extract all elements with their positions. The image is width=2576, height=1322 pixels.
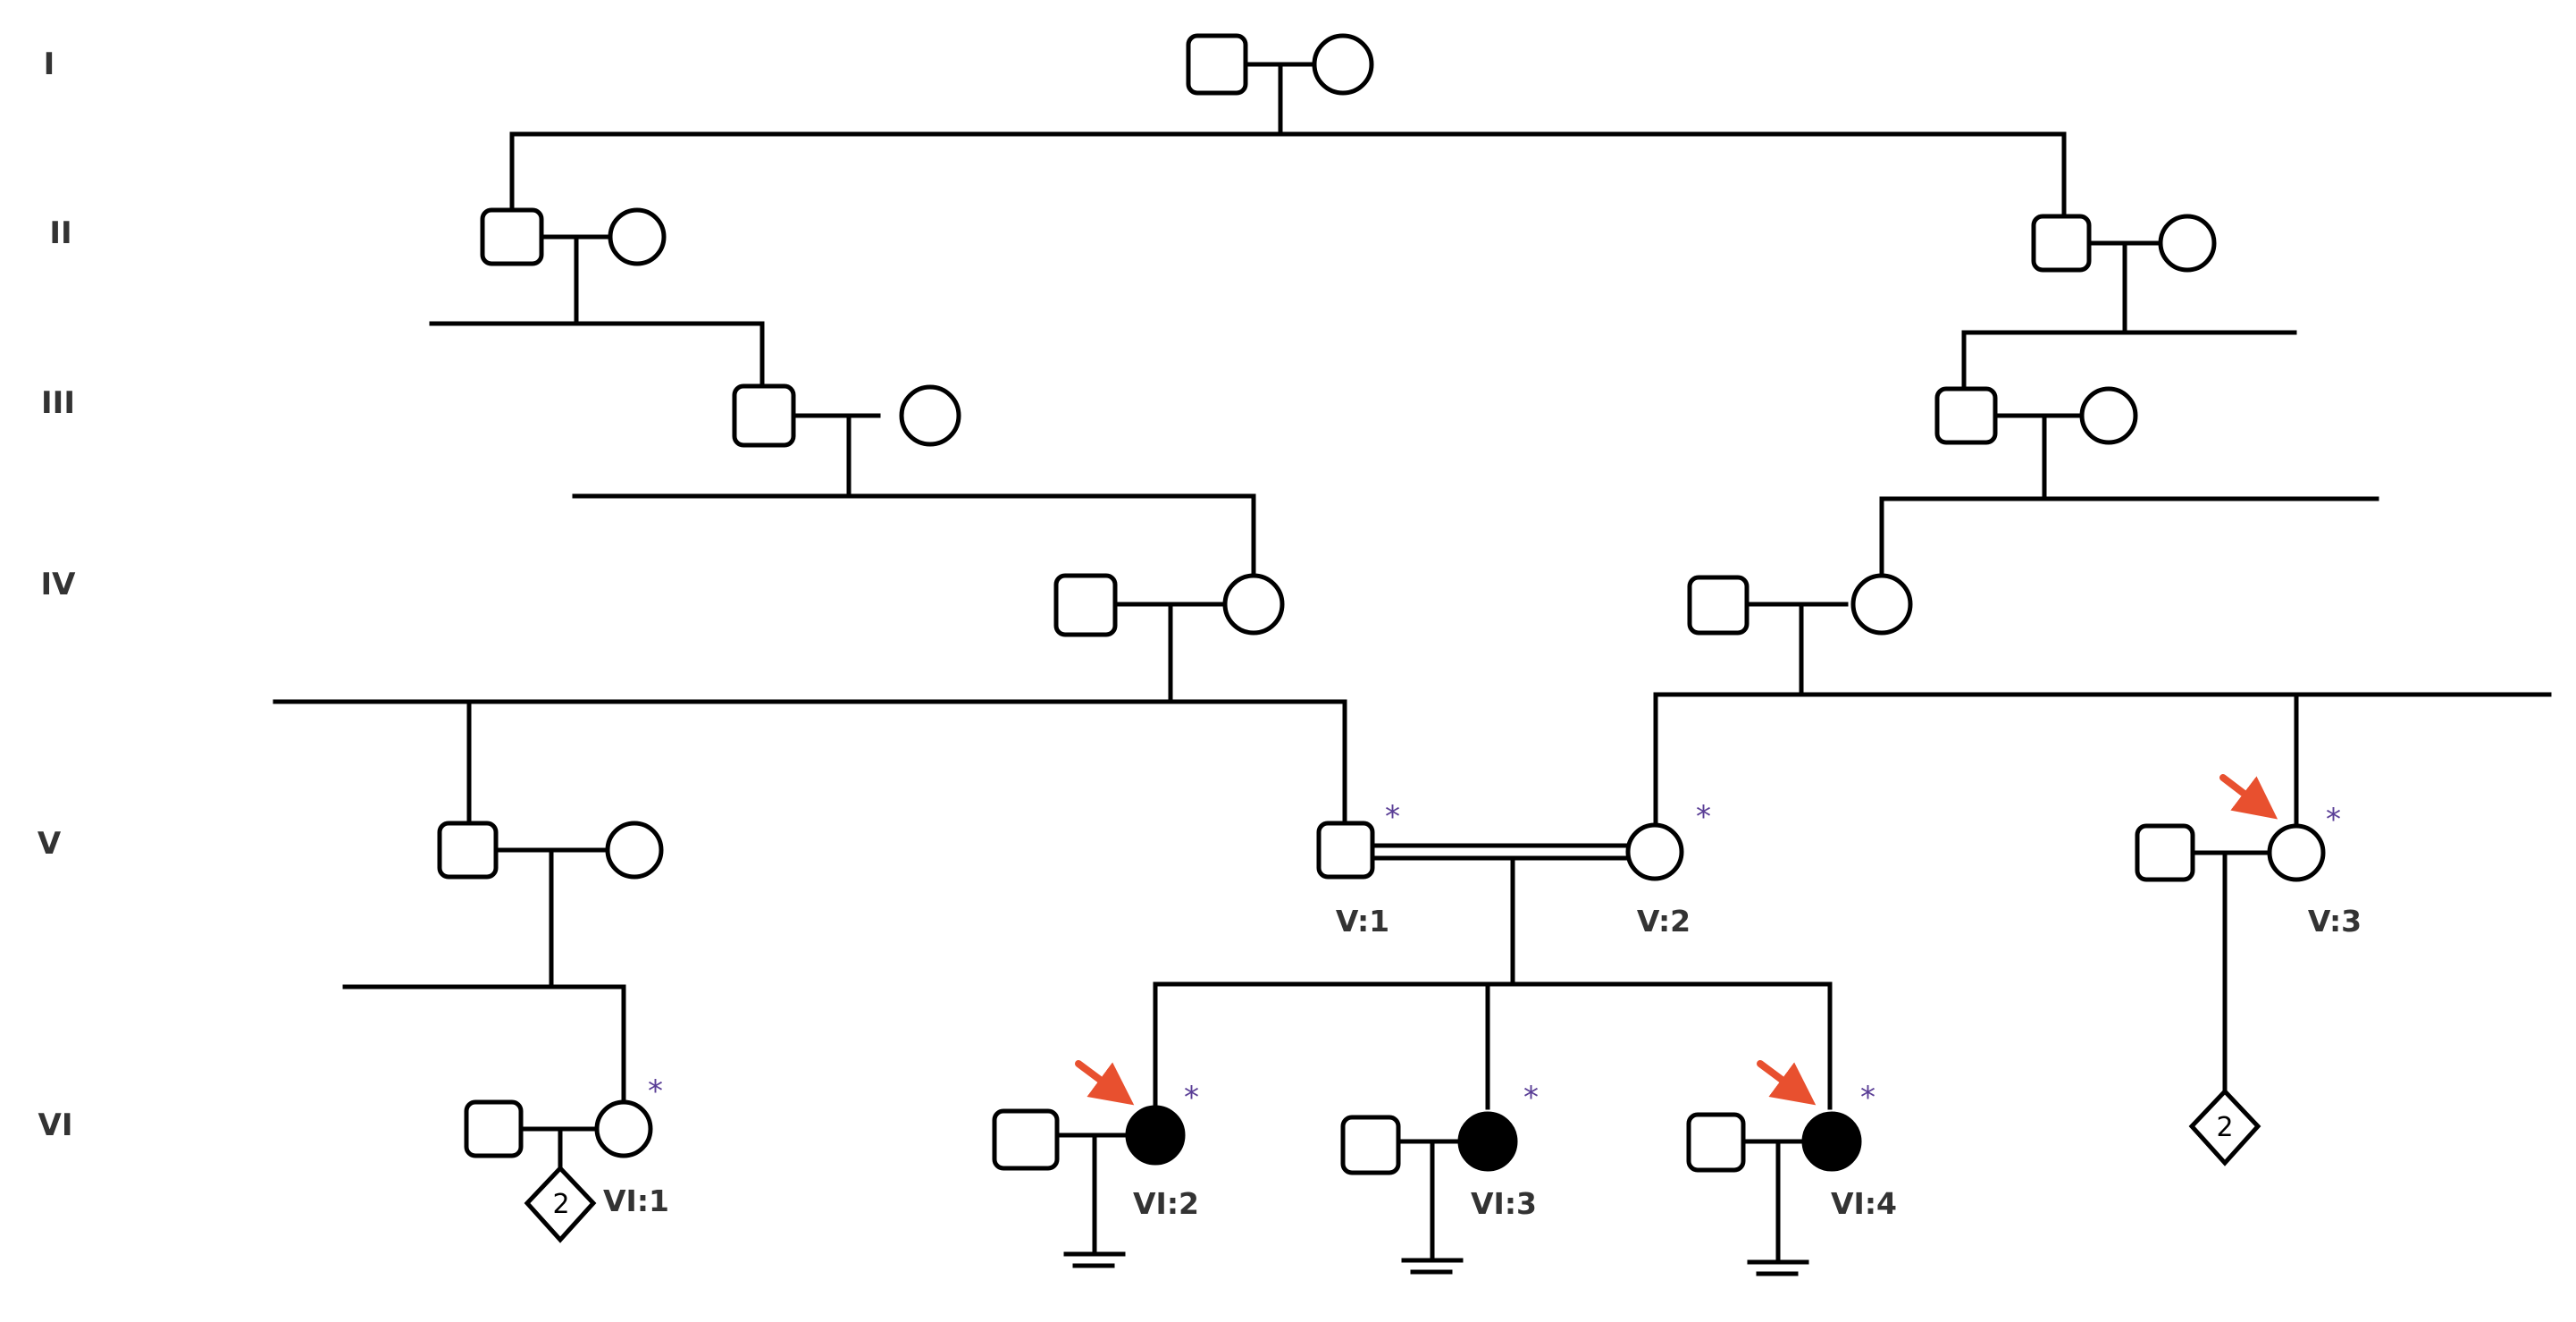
individual-v2-symbol — [1625, 822, 1684, 881]
individual-label-vi1: VI:1 — [603, 1183, 669, 1218]
male-symbol — [1687, 575, 1749, 636]
individual-v3-symbol — [2267, 823, 2326, 882]
tested-marker-vi1: * — [648, 1074, 663, 1109]
individual-label-vi3: VI:3 — [1471, 1186, 1537, 1221]
tested-marker-vi3: * — [1523, 1080, 1539, 1116]
proband-arrow-v3 — [2219, 774, 2278, 820]
female-symbol — [1312, 33, 1374, 96]
generation-label-v: V — [38, 826, 62, 862]
male-symbol — [732, 383, 796, 448]
proband-arrow-vi2 — [1075, 1060, 1135, 1106]
male-symbol — [1934, 386, 1998, 445]
tested-marker-v3: * — [2326, 802, 2341, 838]
generation-label-iii: III — [41, 385, 75, 421]
female-symbol — [1850, 573, 1913, 636]
generation-label-ii: II — [49, 215, 71, 251]
female-symbol — [2158, 214, 2217, 273]
male-symbol — [1340, 1115, 1401, 1175]
female-symbol — [899, 384, 961, 447]
male-symbol — [437, 821, 499, 880]
individual-label-v2: V:2 — [1637, 904, 1691, 939]
tested-marker-v1: * — [1385, 799, 1400, 835]
tested-marker-v2: * — [1696, 799, 1711, 835]
individual-vi3-symbol — [1457, 1111, 1518, 1172]
tested-markers: * * * * * * * — [648, 799, 2341, 1116]
female-symbol — [1222, 573, 1285, 636]
individual-vi1-symbol — [594, 1099, 653, 1158]
male-symbol — [1686, 1112, 1746, 1173]
individual-v1-symbol — [1316, 821, 1375, 880]
proband-arrow-vi4 — [1757, 1060, 1817, 1106]
generation-label-i: I — [44, 46, 55, 82]
male-symbol — [2135, 823, 2195, 882]
generation-label-vi: VI — [38, 1107, 73, 1143]
offspring-diamond — [2188, 1088, 2261, 1166]
proband-arrows — [1075, 774, 2278, 1106]
female-symbol — [605, 821, 664, 880]
individual-vi4-symbol — [1801, 1111, 1862, 1172]
pedigree-lines — [273, 62, 2552, 1276]
tested-marker-vi4: * — [1860, 1080, 1875, 1116]
individual-label-v1: V:1 — [1336, 904, 1389, 939]
offspring-count-vi1: 2 — [552, 1189, 569, 1220]
offspring-diamond — [524, 1165, 597, 1243]
female-symbol — [608, 207, 667, 266]
male-symbol — [1053, 573, 1118, 637]
generation-labels: I II III IV V VI — [38, 46, 76, 1143]
individuals — [437, 33, 2326, 1243]
male-symbol — [2031, 214, 2092, 273]
individual-label-vi4: VI:4 — [1831, 1186, 1897, 1221]
individual-labels: V:1 V:2 V:3 VI:1 VI:2 VI:3 VI:4 — [603, 904, 2362, 1221]
male-symbol — [1186, 33, 1248, 96]
male-symbol — [480, 207, 544, 266]
female-symbol — [2079, 386, 2138, 445]
offspring-count-v3: 2 — [2216, 1112, 2233, 1143]
individual-label-v3: V:3 — [2308, 904, 2362, 939]
individual-label-vi2: VI:2 — [1133, 1186, 1199, 1221]
male-symbol — [464, 1099, 524, 1158]
generation-label-iv: IV — [41, 567, 77, 602]
tested-marker-vi2: * — [1184, 1080, 1199, 1116]
individual-vi2-symbol — [1125, 1105, 1186, 1166]
male-symbol — [992, 1108, 1060, 1171]
